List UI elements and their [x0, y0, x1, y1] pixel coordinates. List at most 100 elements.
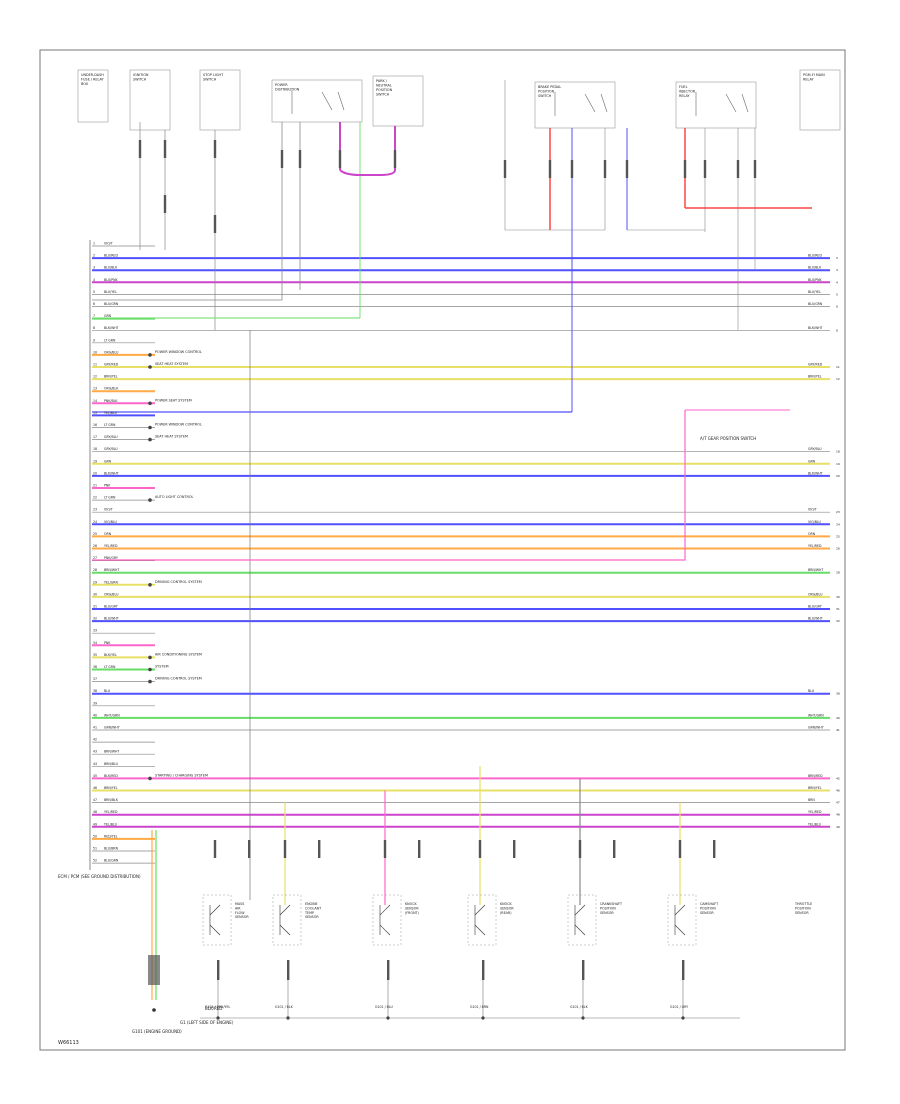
sensor-label: KNOCK [405, 902, 418, 906]
wire-marker [283, 840, 287, 858]
pin-number-right: 4 [836, 280, 838, 284]
pin-number-right: 18 [836, 450, 840, 454]
wire-marker [682, 960, 685, 980]
sensor-box [467, 894, 497, 946]
relay-contact [337, 91, 345, 111]
wire-label-right: BLU/GRY [808, 605, 822, 609]
pin-number-right: 40 [836, 716, 840, 720]
splice-dot [148, 365, 152, 369]
sensor-label: CAMSHAFT [700, 902, 719, 906]
wire-marker [387, 960, 390, 980]
wire-marker [753, 160, 757, 178]
sensor-box [372, 894, 402, 946]
component-box [799, 69, 841, 131]
pin-number: 19 [93, 459, 97, 463]
sensor-ground-label: G101 / BLU [375, 1005, 393, 1009]
pin-number-right: 3 [836, 268, 838, 272]
component-label: BRAKE PEDAL [538, 85, 561, 89]
transistor-collector [379, 904, 391, 916]
pin-number: 45 [93, 774, 97, 778]
component-label: RELAY [679, 94, 691, 98]
pin-number-right: 6 [836, 305, 838, 309]
pin-number: 1 [93, 242, 95, 246]
pin-number: 41 [93, 726, 97, 730]
transistor-emitter [379, 924, 391, 936]
component-label: RELAY [803, 78, 815, 82]
pin-number-right: 41 [836, 728, 840, 732]
pin-number-right: 2 [836, 256, 838, 260]
pin-number: 17 [93, 435, 97, 439]
component-box [129, 69, 171, 131]
sensor-label: (FRONT) [405, 911, 419, 915]
wire-marker [338, 150, 342, 168]
sensor-label: COOLANT [305, 906, 322, 910]
pin-number-right: 5 [836, 292, 838, 296]
wire-marker [570, 160, 574, 178]
pin-number: 40 [93, 713, 97, 717]
pin-number-right: 11 [836, 365, 840, 369]
sensor-label: FLOW [235, 911, 245, 915]
pin-number-right: 25 [836, 534, 840, 538]
pin-number-right: 48 [836, 813, 840, 817]
wire-marker [148, 955, 160, 985]
pin-number: 8 [93, 326, 95, 330]
pin-number-right: 46 [836, 789, 840, 793]
pin-number: 31 [93, 605, 97, 609]
pin-number: 50 [93, 834, 97, 838]
wire-marker [678, 840, 682, 858]
pin-number: 10 [93, 350, 97, 354]
relay-contact [741, 93, 749, 113]
wire-marker [625, 160, 629, 178]
wire-marker [163, 195, 167, 213]
component-label: SWITCH [376, 93, 390, 97]
wire-marker [503, 160, 507, 178]
component-label: SWITCH [538, 94, 552, 98]
wire-marker [478, 840, 482, 858]
pin-number-right: 47 [836, 801, 840, 805]
sensor-label: MASS [235, 902, 244, 906]
sensor-box [272, 894, 302, 946]
wire-label-left: WHT/GRN [104, 713, 120, 717]
wire-label-left: BRN/BLU [104, 762, 119, 766]
wire-marker [213, 140, 217, 158]
left-ecm-label: ECM / PCM (SEE GROUND DISTRIBUTION) [58, 874, 141, 879]
wire-label-left: YEL/BLU [104, 822, 118, 826]
sensor-label: SENSOR [305, 915, 319, 919]
pin-number: 5 [93, 290, 95, 294]
wire-label-right: BLK/WHT [808, 471, 823, 475]
splice-dot [148, 679, 152, 684]
wire-label-left: YEL/GRN [104, 580, 118, 584]
component-box [199, 69, 241, 131]
component-label: POSITION [376, 88, 393, 92]
pin-number: 28 [93, 568, 97, 572]
ground-point [152, 1008, 156, 1012]
pin-number: 33 [93, 629, 97, 633]
transistor-collector [279, 904, 291, 916]
wire-label-right: ORN [808, 532, 816, 536]
pin-number: 35 [93, 653, 97, 657]
component-label: INJECTOR [679, 90, 696, 94]
wire-label-right: BRN/YEL [808, 786, 822, 790]
wire-label-left: VIO/T [104, 242, 113, 246]
pin-number-right: 32 [836, 619, 840, 623]
component-label: PARK / [376, 79, 388, 83]
wire-label-left: GRN/WHT [104, 726, 120, 730]
pin-number: 18 [93, 447, 97, 451]
wire-marker [298, 150, 302, 168]
pin-number: 51 [93, 847, 97, 851]
relay-contact [600, 93, 608, 113]
pin-number: 39 [93, 701, 97, 705]
wire-label-left: BLK/WHT [104, 326, 119, 330]
side-note: POWER SEAT SYSTEM [155, 398, 192, 402]
splice-dot [148, 655, 152, 660]
pin-number: 26 [93, 544, 97, 548]
wire-label-left: LT GRN [104, 338, 116, 342]
wire-label-left: BRN/YEL [104, 375, 118, 379]
wire-label-left: GRY/BLU [104, 435, 118, 439]
wire-marker [736, 160, 740, 178]
component-label: POWER [275, 83, 288, 87]
pin-number: 36 [93, 665, 97, 669]
